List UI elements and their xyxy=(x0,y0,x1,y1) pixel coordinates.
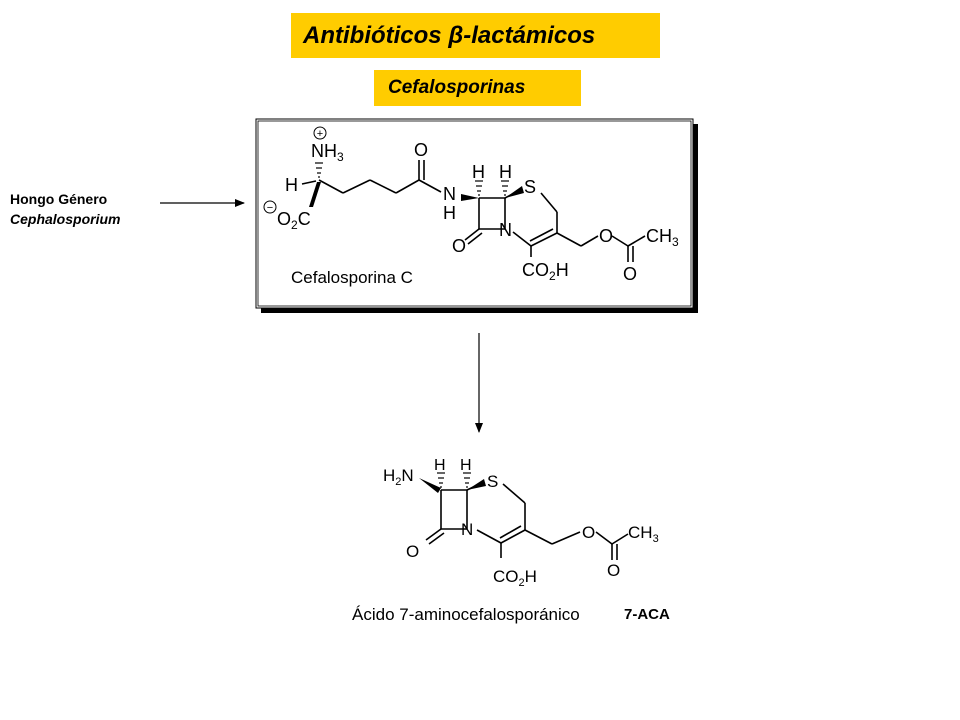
h7-hydrogen: H xyxy=(434,457,446,474)
lactam-oxygen: O xyxy=(406,542,419,561)
compound2-name: Ácido 7-aminocefalosporánico xyxy=(352,605,580,624)
lactam-oxygen: O xyxy=(452,236,466,256)
title-banner: Antibióticos β-lactámicos xyxy=(291,13,660,58)
ketone-oxygen: O xyxy=(414,140,428,160)
7-aca-structure xyxy=(419,472,629,560)
compound2-abbreviation: 7-ACA xyxy=(624,606,670,623)
carboxylic-acid-group: CO2H xyxy=(493,567,537,589)
ester-oxygen: O xyxy=(582,523,595,542)
cephalosporin-c-structure xyxy=(263,126,646,262)
ester-oxygen: O xyxy=(599,226,613,246)
amide-hydrogen: H xyxy=(443,203,456,223)
ammonium-group: NH3 xyxy=(311,141,344,164)
ester-carbonyl-oxygen: O xyxy=(607,561,620,580)
h7-hydrogen: H xyxy=(472,162,485,182)
h6-hydrogen: H xyxy=(460,457,472,474)
amide-nitrogen: N xyxy=(443,184,456,204)
cephalosporin-c-labels: + − NH3 H O2C O N H H H S N O CO2H O CH3… xyxy=(267,128,679,287)
carboxylate-charge: − xyxy=(267,202,273,214)
methyl-group: CH3 xyxy=(646,226,679,249)
h6-hydrogen: H xyxy=(499,162,512,182)
7-aca-labels: H2N H H S N O CO2H O CH3 O Ácido 7-amino… xyxy=(352,457,670,624)
sulfur-atom: S xyxy=(524,177,536,197)
ammonium-charge: + xyxy=(317,128,323,140)
alpha-hydrogen: H xyxy=(285,175,298,195)
compound1-name: Cefalosporina C xyxy=(291,268,413,287)
ester-carbonyl-oxygen: O xyxy=(623,264,637,284)
carboxylate-group: O2C xyxy=(277,209,311,232)
source-genus: Cephalosporium xyxy=(10,211,121,227)
subtitle-banner: Cefalosporinas xyxy=(374,70,581,106)
page-subtitle: Cefalosporinas xyxy=(388,77,526,98)
ring-nitrogen: N xyxy=(461,520,473,539)
source-organism-label: Hongo Género Cephalosporium xyxy=(10,189,120,229)
source-line-1: Hongo Género xyxy=(10,191,108,207)
page-title: Antibióticos β-lactámicos xyxy=(303,22,596,49)
ring-nitrogen: N xyxy=(499,220,512,240)
carboxylic-acid-group: CO2H xyxy=(522,260,569,283)
amino-group: H2N xyxy=(383,466,414,488)
methyl-group: CH3 xyxy=(628,523,659,545)
sulfur-atom: S xyxy=(487,472,498,491)
